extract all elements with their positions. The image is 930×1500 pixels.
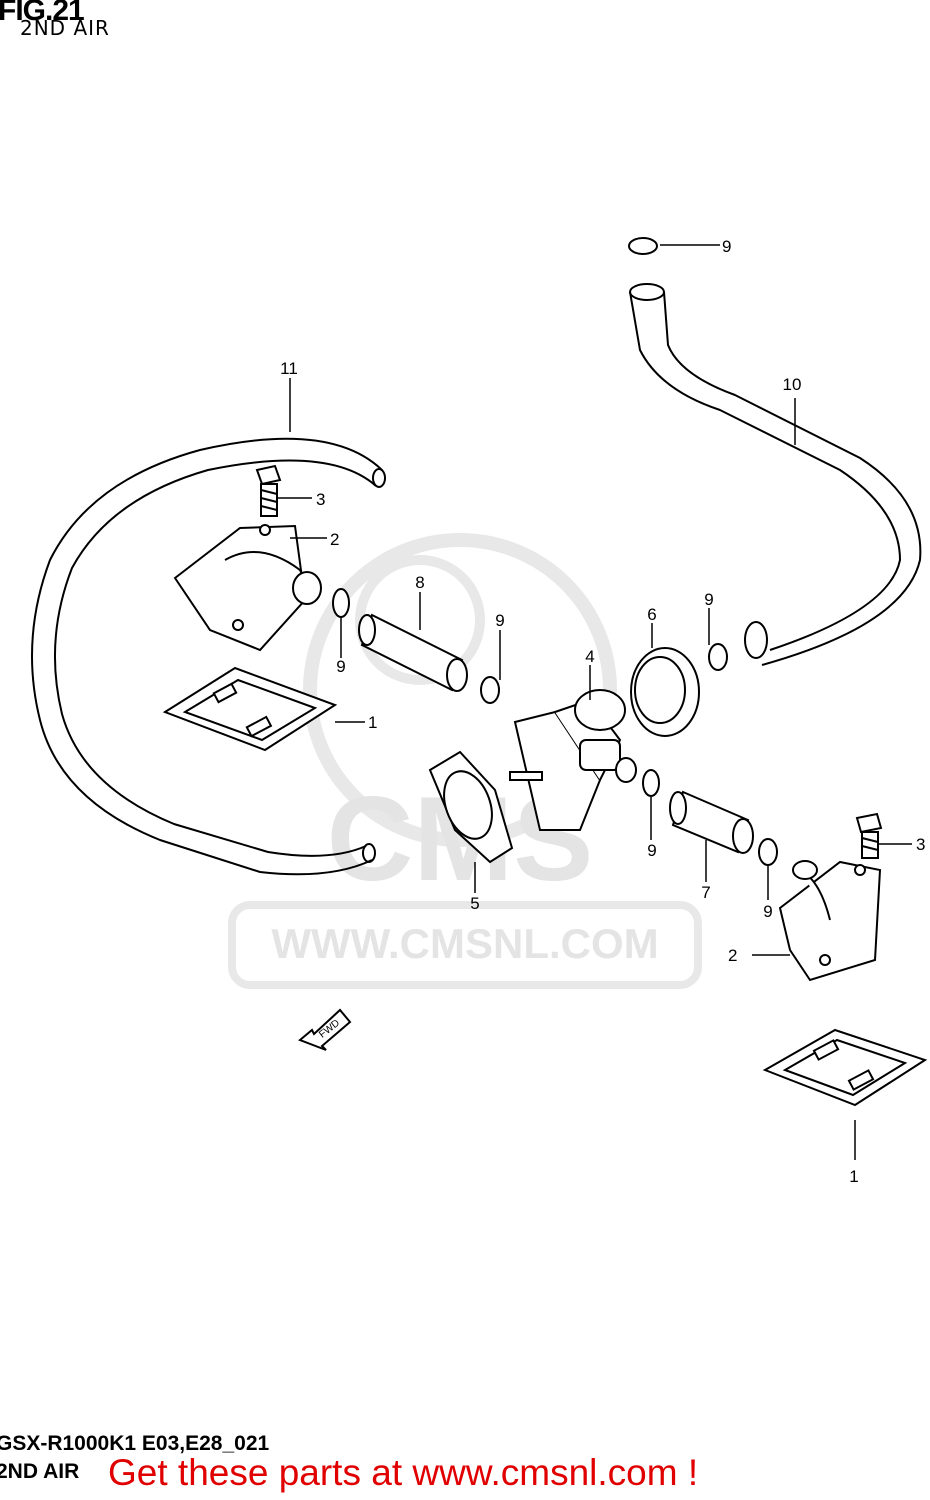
clamps-9	[332, 237, 778, 866]
figure-subtitle: 2ND AIR	[20, 16, 110, 40]
callout-9-d: 9	[647, 841, 656, 860]
callout-9-top: 9	[722, 237, 731, 256]
bolt-3-left	[255, 464, 282, 517]
callout-9-a: 9	[336, 657, 345, 676]
clamp-9-a	[332, 588, 350, 618]
hose-10	[629, 283, 922, 666]
callout-1-right: 1	[849, 1167, 858, 1186]
clamp-9-c	[708, 643, 728, 671]
hose-8	[358, 613, 468, 692]
callout-4: 4	[585, 647, 594, 666]
callout-1-left: 1	[368, 713, 377, 732]
drawing-section: 2ND AIR	[0, 1460, 80, 1483]
callout-3-left: 3	[316, 490, 325, 509]
leader-lines	[278, 244, 912, 1160]
callout-5: 5	[470, 894, 479, 913]
callout-11: 11	[280, 359, 298, 378]
callout-9-c: 9	[704, 590, 713, 609]
clamp-9-top	[628, 237, 658, 255]
callout-10: 10	[783, 375, 802, 394]
callout-8: 8	[415, 573, 424, 592]
drawing-code: GSX-R1000K1 E03,E28_021	[0, 1432, 270, 1455]
callout-2-right: 2	[728, 946, 737, 965]
callout-9-e: 9	[763, 902, 772, 921]
figure-number: FIG.21	[0, 0, 85, 27]
clamp-9-d	[642, 769, 660, 797]
callout-numbers: 11 10 9 3 2 1 8 9 9 4 6 9 9 5 7 9 3 2 1	[280, 237, 925, 1186]
reed-valve-cover-2-right	[778, 860, 882, 982]
callout-6: 6	[647, 605, 656, 624]
air-valve-4	[509, 689, 637, 831]
reed-plate-1-right	[762, 1028, 928, 1107]
watermark-url: WWW.CMSNL.COM	[271, 920, 658, 967]
fwd-direction-arrow: FWD	[298, 1008, 352, 1051]
reed-plate-1-left	[162, 666, 338, 752]
callout-9-b: 9	[495, 611, 504, 630]
callout-2-left: 2	[330, 530, 339, 549]
callout-3-right: 3	[916, 835, 925, 854]
callout-7: 7	[701, 883, 710, 902]
bolt-3-right	[855, 812, 883, 859]
seal-6	[630, 647, 700, 737]
clamp-9-e	[758, 838, 778, 866]
promo-banner[interactable]: Get these parts at www.cmsnl.com !	[108, 1452, 699, 1493]
gasket-5	[428, 750, 514, 864]
reed-valve-cover-2-left	[173, 524, 322, 652]
hose-11	[31, 437, 386, 876]
hose-7	[669, 790, 754, 854]
clamp-9-b	[480, 676, 500, 704]
